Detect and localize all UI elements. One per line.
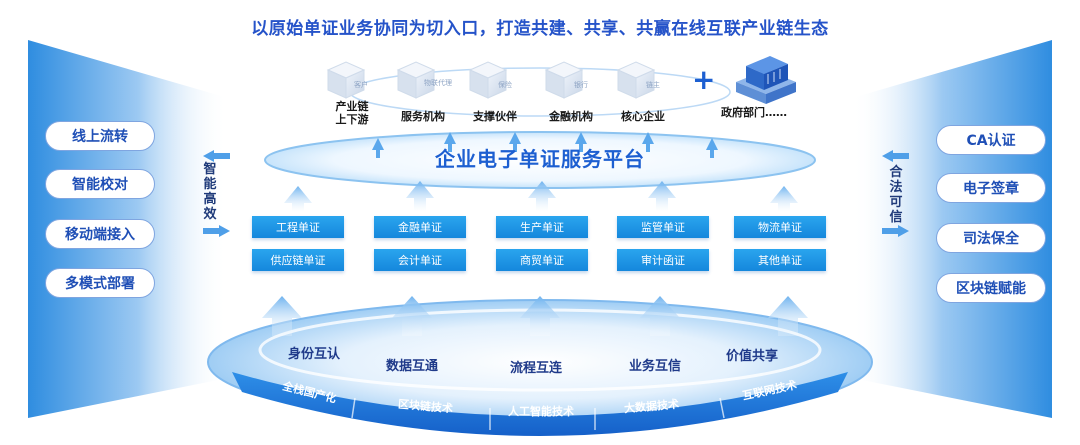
plus-icon: + xyxy=(692,63,716,96)
arrow-up-top-shaft xyxy=(579,144,583,152)
cube-tag: 银行 xyxy=(574,81,588,89)
arrow-up-top-shaft xyxy=(646,144,650,152)
participant-support-partner: 支撑伙伴 xyxy=(473,110,517,123)
cube-tag: 物联代理 xyxy=(424,79,452,87)
arrow-up-top-shaft xyxy=(448,144,452,152)
base-business-trust: 业务互信 xyxy=(629,359,682,374)
up-arrows-top xyxy=(372,132,718,158)
arrow-up-top xyxy=(575,132,587,144)
cert-audit-confirmation: 审计函证 xyxy=(617,249,709,271)
arrow-right-icon xyxy=(882,225,909,237)
arrow-up-top xyxy=(444,132,456,144)
arrow-up-top-shaft xyxy=(513,144,517,152)
participant-government: 政府部门…… xyxy=(721,106,787,119)
side-label-char: 可 xyxy=(889,195,903,210)
band-divider xyxy=(351,397,356,419)
feature-electronic-seal: 电子签章 xyxy=(936,173,1046,203)
participant-label-line: 上下游 xyxy=(335,113,369,126)
feature-blockchain-empower: 区块链赋能 xyxy=(936,273,1046,303)
arrow-up-mid xyxy=(406,181,434,212)
arrow-up-bottom xyxy=(392,296,432,336)
feature-online-circulation: 线上流转 xyxy=(45,121,155,151)
side-label-char: 法 xyxy=(889,180,903,195)
cert-trade: 商贸单证 xyxy=(496,249,588,271)
participant-financial-institution: 金融机构 xyxy=(549,110,593,123)
feature-ca-certification: CA认证 xyxy=(936,125,1046,155)
right-side-label: 合 法 可 信 xyxy=(887,165,905,225)
base-value-sharing: 价值共享 xyxy=(726,349,779,364)
cube-tag: 保险 xyxy=(498,81,512,89)
cube-tag: 链主 xyxy=(646,81,660,89)
base-identity-recognition: 身份互认 xyxy=(288,347,341,362)
side-label-char: 信 xyxy=(889,210,903,225)
government-building-icon xyxy=(736,56,796,104)
arrow-right-icon xyxy=(203,225,230,237)
technology-band xyxy=(232,372,848,436)
arrow-up-top xyxy=(509,132,521,144)
side-label-char: 高 xyxy=(203,192,217,207)
cert-logistics: 物流单证 xyxy=(734,216,826,238)
arrow-up-bottom xyxy=(262,296,302,336)
arrow-up-top xyxy=(372,138,384,150)
arrow-left-icon xyxy=(882,150,909,162)
arrow-up-bottom xyxy=(768,296,808,336)
feature-smart-proofreading: 智能校对 xyxy=(45,169,155,199)
cube-icon xyxy=(544,61,584,99)
left-side-label: 智 能 高 效 xyxy=(201,162,219,222)
cube-icon xyxy=(616,61,656,99)
left-side-arrows xyxy=(203,150,230,237)
participant-service-institution: 服务机构 xyxy=(401,110,445,123)
arrow-up-mid xyxy=(648,181,676,212)
arrow-up-mid xyxy=(528,181,556,212)
participant-supply-chain: 产业链 上下游 xyxy=(330,100,374,126)
arrow-up-mid xyxy=(770,186,798,212)
cert-accounting: 会计单证 xyxy=(374,249,466,271)
feature-mobile-access: 移动端接入 xyxy=(45,219,155,249)
arrow-up-mid xyxy=(284,186,312,212)
participant-core-enterprise: 核心企业 xyxy=(621,110,665,123)
cube-icon xyxy=(396,61,436,99)
technology-band-dividers xyxy=(351,397,725,430)
base-data-interconnect: 数据互通 xyxy=(386,359,439,374)
cube-tag: 客户 xyxy=(354,81,368,89)
right-side-arrows xyxy=(882,150,909,237)
cert-production: 生产单证 xyxy=(496,216,588,238)
up-arrows-middle xyxy=(284,181,798,212)
cert-supervision: 监管单证 xyxy=(617,216,709,238)
participant-label-line: 产业链 xyxy=(335,100,369,113)
arrow-up-top-shaft xyxy=(376,150,380,158)
participant-cubes xyxy=(326,61,656,99)
up-arrows-bottom xyxy=(262,296,808,336)
base-process-interconnect: 流程互连 xyxy=(510,361,563,376)
cert-other: 其他单证 xyxy=(734,249,826,271)
feature-multi-mode-deploy: 多模式部署 xyxy=(45,268,155,298)
platform-title: 企业电子单证服务平台 xyxy=(435,147,645,171)
side-label-char: 智 xyxy=(203,162,217,177)
tech-ai: 人工智能技术 xyxy=(508,405,574,418)
arrow-up-top xyxy=(706,138,718,150)
cert-engineering: 工程单证 xyxy=(252,216,344,238)
diagram-title: 以原始单证业务协同为切入口，打造共建、共享、共赢在线互联产业链生态 xyxy=(251,19,829,39)
side-label-char: 合 xyxy=(889,165,903,180)
cube-icon xyxy=(326,61,366,99)
side-label-char: 能 xyxy=(203,177,217,192)
cert-finance: 金融单证 xyxy=(374,216,466,238)
arrow-up-top-shaft xyxy=(710,150,714,158)
arrow-up-bottom xyxy=(640,296,680,336)
cert-supply-chain: 供应链单证 xyxy=(252,249,344,271)
cube-icon xyxy=(468,61,508,99)
feature-judicial-preservation: 司法保全 xyxy=(936,223,1046,253)
arrow-up-top xyxy=(642,132,654,144)
arrow-up-bottom xyxy=(520,296,560,336)
side-label-char: 效 xyxy=(203,207,217,222)
arrow-left-icon xyxy=(203,150,230,162)
band-divider xyxy=(719,397,725,419)
